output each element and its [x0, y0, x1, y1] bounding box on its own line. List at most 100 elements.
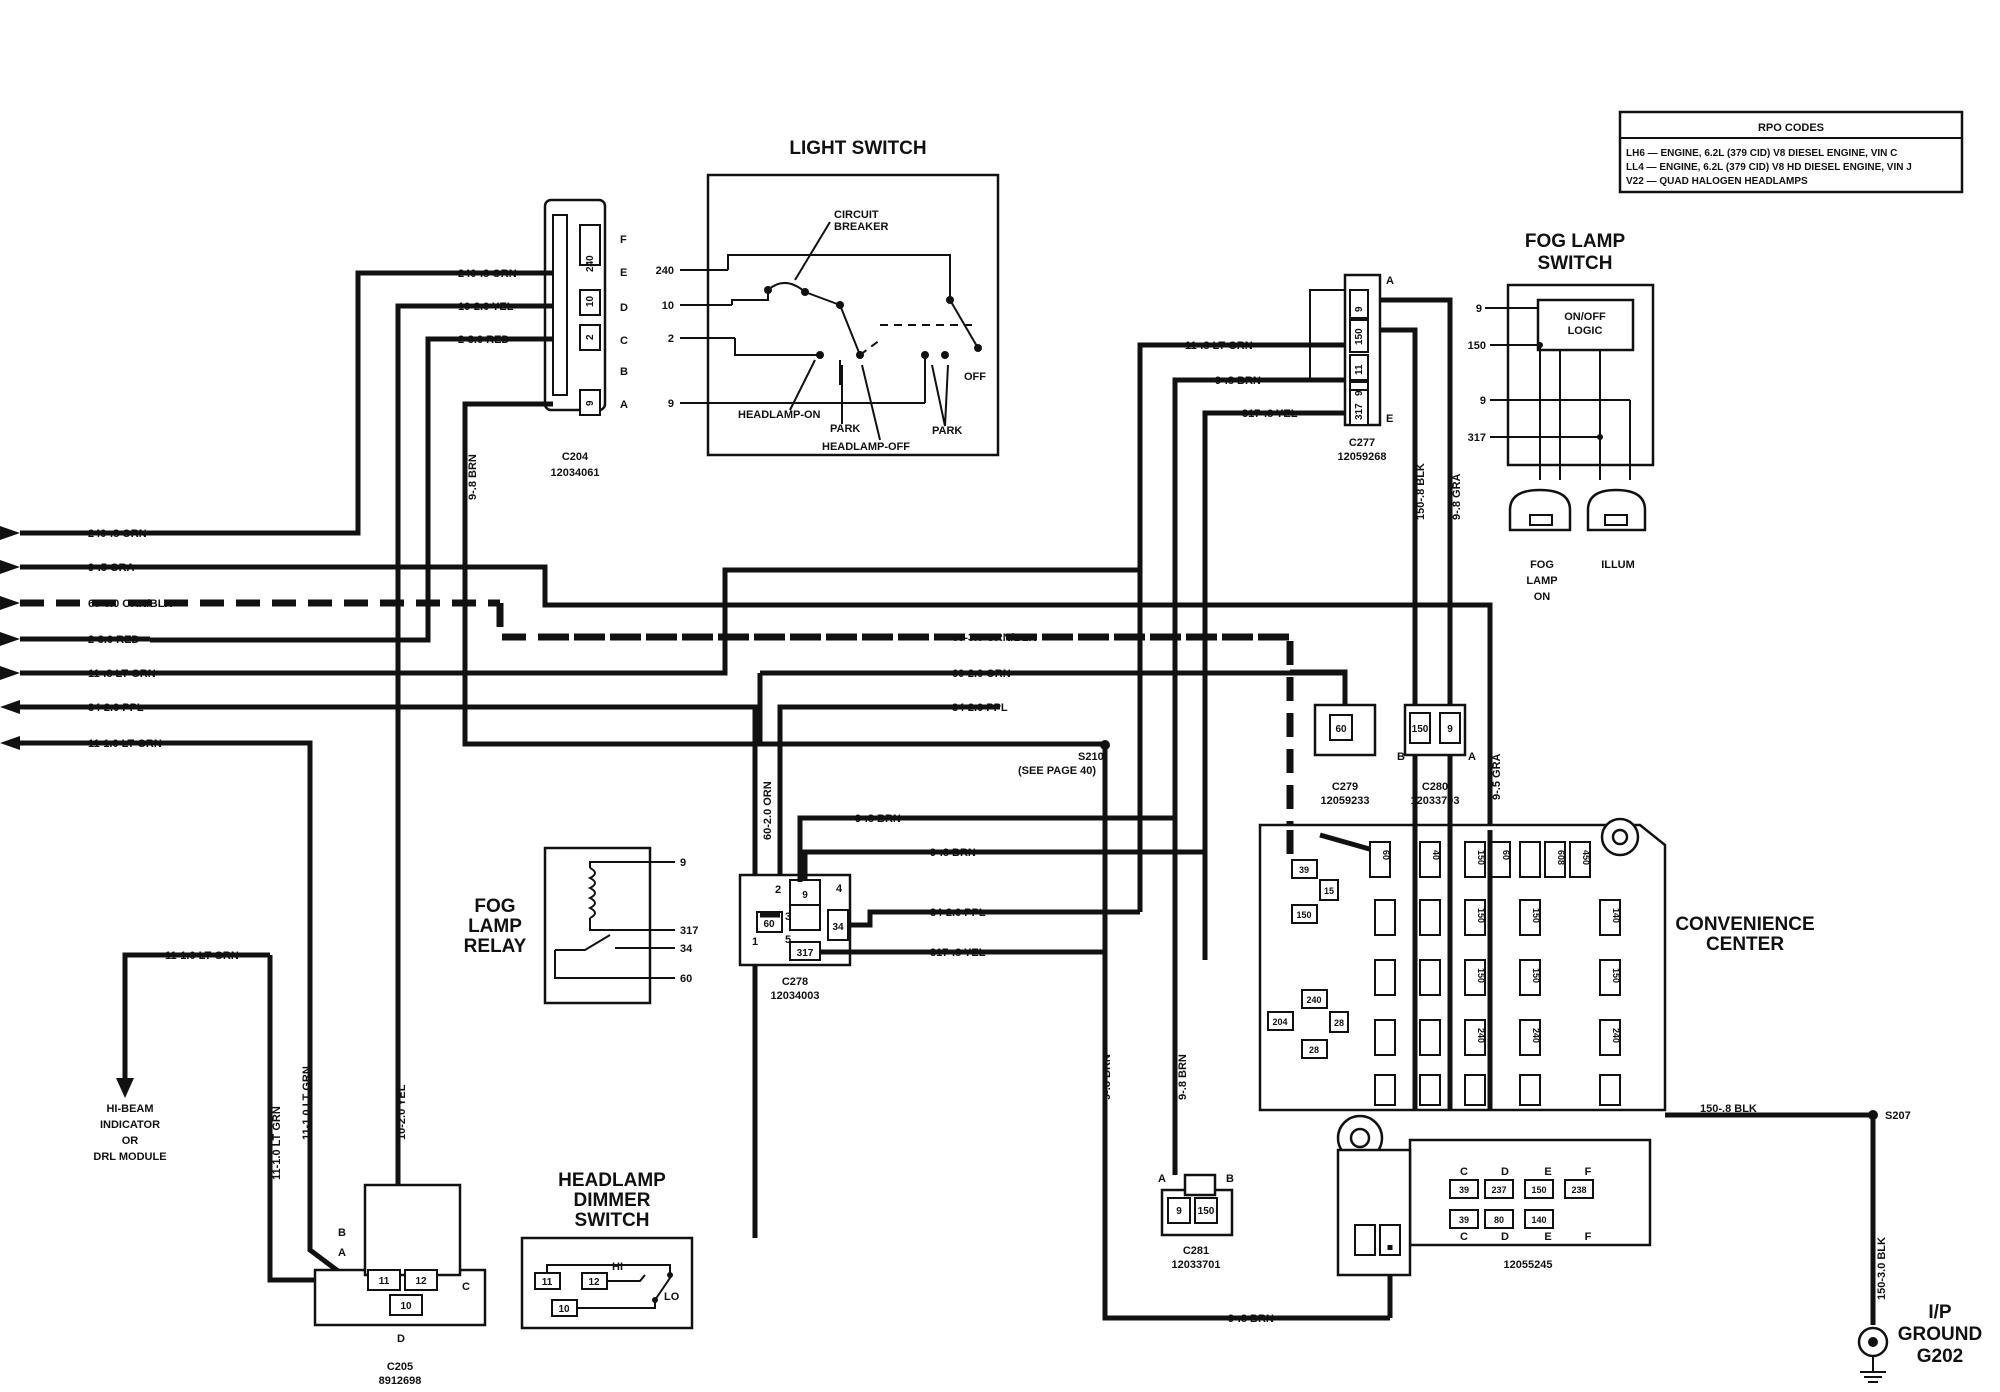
c277-pin: A: [1386, 275, 1394, 287]
splice-s210: S210: [1078, 751, 1104, 763]
convenience-part: 12055245: [1504, 1259, 1553, 1271]
wire-label: 9-.8 BRN: [855, 813, 901, 825]
c277-cavity: 317: [1354, 403, 1365, 420]
c278-cavity: 9: [802, 890, 808, 901]
c205-cavity: 12: [415, 1276, 427, 1287]
hibeam-dest: DRL MODULE: [93, 1151, 166, 1163]
fuse-label: 150: [1476, 908, 1486, 923]
dimmer-lo: LO: [664, 1291, 680, 1303]
rpo-codes-title: RPO CODES: [1758, 122, 1824, 134]
hibeam-dest: OR: [122, 1135, 139, 1147]
c278-pin: 2: [775, 884, 781, 896]
wire-label: 9-.8 BRN: [1101, 1054, 1113, 1100]
fuse-letter: E: [1544, 1166, 1551, 1178]
c277-cavity: 11: [1354, 364, 1365, 375]
c280-cavity: 150: [1412, 724, 1429, 735]
fuse-label: 150: [1531, 968, 1541, 983]
wire-label: 11-.8 LT GRN: [88, 668, 156, 680]
circuit-breaker-label: CIRCUIT: [834, 209, 879, 221]
wire-label: 60-3.0 ORN/BLK: [88, 598, 172, 610]
c204-pin: C: [620, 335, 628, 347]
fuse-label: 40: [1431, 850, 1441, 860]
wire-label: 34-2.0 PPL: [952, 702, 1008, 714]
fuse-label: 150: [1476, 968, 1486, 983]
c277-cavity: 9: [1354, 390, 1365, 396]
lower-wires: 9-.8 BRN 9-.8 BRN 9-.8 BRN: [1101, 1054, 1393, 1325]
illum-label: ILLUM: [1601, 559, 1635, 571]
fuse-label: 140: [1611, 908, 1621, 923]
c204-part: 12034061: [551, 467, 600, 479]
rpo-codes-box: RPO CODES LH6 — ENGINE, 6.2L (379 CID) V…: [1618, 110, 1964, 194]
fuse-label: 39: [1459, 1185, 1469, 1195]
c277-cavity: 150: [1354, 328, 1365, 345]
dimmer-pin: 12: [588, 1277, 600, 1288]
fuse-label: 608: [1556, 850, 1566, 865]
wire-label: 34-2.0 PPL: [88, 702, 144, 714]
splice-s207: S207: [1885, 1110, 1911, 1122]
rpo-code-line: V22 — QUAD HALOGEN HEADLAMPS: [1626, 176, 1808, 187]
fog-term: 317: [1468, 432, 1486, 444]
convenience-title: CENTER: [1706, 934, 1784, 955]
fuse-letter: C: [1460, 1231, 1468, 1243]
fog-term: 150: [1468, 340, 1486, 352]
headlamp-dimmer-switch: HEADLAMP DIMMER SWITCH 11 12 10 HI LO: [520, 1170, 694, 1330]
c277-name: C277: [1349, 437, 1375, 449]
c278-pin: 4: [836, 883, 843, 895]
fog-switch-title: SWITCH: [1538, 253, 1613, 274]
dimmer-hi: HI: [612, 1261, 623, 1273]
wire-label: 150-.8 BLK: [1415, 463, 1427, 520]
c204-cavity: 240: [585, 255, 596, 272]
c278-part: 12034003: [771, 990, 820, 1002]
c277-part: 12059268: [1338, 451, 1387, 463]
fog-term: 9: [1480, 395, 1486, 407]
c278-name: C278: [782, 976, 808, 988]
fuse-letter: F: [1585, 1166, 1592, 1178]
c278-cavity: 317: [797, 948, 814, 959]
convenience-center: CONVENIENCE CENTER 60 40 150 60 608 450 …: [1258, 755, 1815, 1277]
wires-c278: 9-.8 BRN 9-.8 BRN 34-2.0 PPL 317-.8 YEL: [760, 570, 1205, 959]
wire-label: 9-.5 GRA: [1491, 753, 1503, 800]
fuse-label: 238: [1571, 1185, 1586, 1195]
fuse-label: 150: [1531, 908, 1541, 923]
c277-pin: E: [1386, 413, 1393, 425]
fuse-label: 60: [1501, 850, 1511, 860]
fuse-letter: D: [1501, 1231, 1509, 1243]
fuse-label: 240: [1306, 995, 1321, 1005]
fuse-label: 240: [1531, 1028, 1541, 1043]
light-switch-title: LIGHT SWITCH: [789, 138, 926, 159]
c205-pin: A: [338, 1247, 346, 1259]
light-switch: LIGHT SWITCH 240 10 2 9 CIRCUIT BREAKER …: [656, 138, 1000, 457]
middle-wires: 60-3.0 ORN/BLK 60-2.0 ORN 34-2.0 PPL S21…: [465, 632, 1390, 1321]
ground-label: GROUND: [1898, 1324, 1982, 1345]
wire-label: 10-2.0 YEL: [458, 301, 514, 313]
fuse-label: 150: [1531, 1185, 1546, 1195]
wire-label: 9-.5 GRA: [88, 562, 135, 574]
fuse-label: 237: [1491, 1185, 1506, 1195]
ls-term-10: 10: [662, 300, 674, 312]
c204-pin: B: [620, 366, 628, 378]
fog-switch-title: FOG LAMP: [1525, 231, 1626, 252]
relay-term: 60: [680, 973, 692, 985]
fuse-label: 28: [1309, 1045, 1319, 1055]
c281-pin: A: [1158, 1173, 1166, 1185]
hibeam-dest: INDICATOR: [100, 1119, 160, 1131]
c280-name: C280: [1422, 781, 1448, 793]
c205-cavity: 11: [379, 1276, 390, 1287]
fuse-label: 39: [1459, 1215, 1469, 1225]
c205-cavity: 10: [400, 1301, 412, 1312]
c281-cavity: 9: [1176, 1206, 1182, 1217]
c281-part: 12033701: [1172, 1259, 1221, 1271]
wire-label: 11-1.0 LT GRN: [165, 950, 239, 962]
wire-label: 150-3.0 BLK: [1876, 1237, 1888, 1300]
headlamp-on-label: HEADLAMP-ON: [738, 409, 821, 421]
fuse-label: 240: [1476, 1028, 1486, 1043]
dimmer-pin: 10: [558, 1304, 570, 1315]
left-wires: 240-.8 ORN 9-.5 GRA 60-3.0 ORN/BLK 2-3.0…: [0, 342, 1493, 1282]
headlamp-off-label: HEADLAMP-OFF: [822, 441, 910, 453]
wire-label: 60-2.0 ORN: [762, 781, 774, 840]
ground-label: I/P: [1928, 1302, 1952, 1323]
hibeam-wiring: 11-1.0 LT GRN HI-BEAM INDICATOR OR DRL M…: [93, 950, 408, 1283]
wire-label: 2-3.0 RED: [88, 634, 139, 646]
wire-label: 240-.8 ORN: [458, 268, 517, 280]
